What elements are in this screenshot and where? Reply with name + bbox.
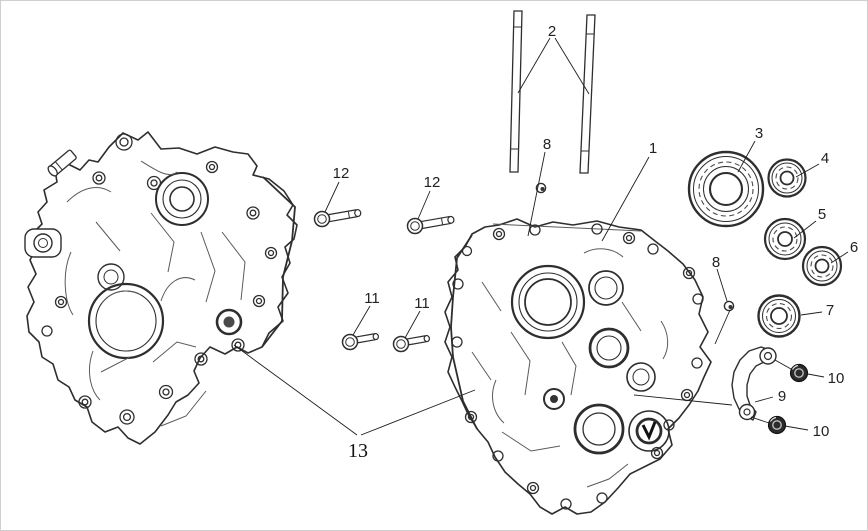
left-case-ribs <box>64 160 246 427</box>
callout-label-2: 2 <box>548 23 556 40</box>
dowel-8-top <box>535 182 547 194</box>
callout-labels: 1 2 3 4 5 6 7 8 8 9 10 10 11 11 12 12 13 <box>333 23 859 462</box>
callout-label-4: 4 <box>821 150 829 167</box>
callout-label-6: 6 <box>850 239 858 256</box>
callout-label-9: 9 <box>778 388 786 405</box>
dowel-8-right <box>723 300 735 312</box>
breather-tube <box>47 149 77 177</box>
nut-10-top <box>789 363 809 383</box>
callout-label-3: 3 <box>755 125 763 142</box>
left-crankcase-drawing <box>24 131 298 445</box>
callout-label-10a: 10 <box>828 370 845 387</box>
stud-left <box>509 10 523 173</box>
bolt-11-left <box>341 332 380 351</box>
callout-label-7: 7 <box>826 302 834 319</box>
callout-label-11a: 11 <box>364 290 380 307</box>
callout-label-13: 13 <box>348 440 368 462</box>
bearing-6 <box>801 245 843 287</box>
right-case-ribs <box>471 248 669 488</box>
leader-lines <box>233 37 849 436</box>
callout-label-8a: 8 <box>543 136 551 153</box>
bearing-4 <box>767 158 807 198</box>
bearing-3 <box>687 150 765 228</box>
left-case-bolt-holes <box>41 133 278 425</box>
stud-right <box>579 14 596 174</box>
bolt-11-right <box>392 334 431 353</box>
callout-label-1: 1 <box>649 140 657 157</box>
callout-label-8b: 8 <box>712 254 720 271</box>
callout-label-5: 5 <box>818 206 826 223</box>
nut-10-bottom <box>767 415 787 435</box>
output-boss <box>628 410 670 452</box>
retainer-plate-9 <box>731 346 777 421</box>
bearing-7 <box>757 294 801 338</box>
callout-label-10b: 10 <box>813 423 830 440</box>
callout-label-11b: 11 <box>414 295 430 312</box>
bolt-12-right <box>406 215 455 235</box>
bearing-5 <box>763 217 807 261</box>
bolt-12-left <box>313 209 362 228</box>
callout-label-12a: 12 <box>333 165 350 182</box>
right-crankcase-drawing <box>444 218 712 515</box>
callout-label-12b: 12 <box>424 174 441 191</box>
